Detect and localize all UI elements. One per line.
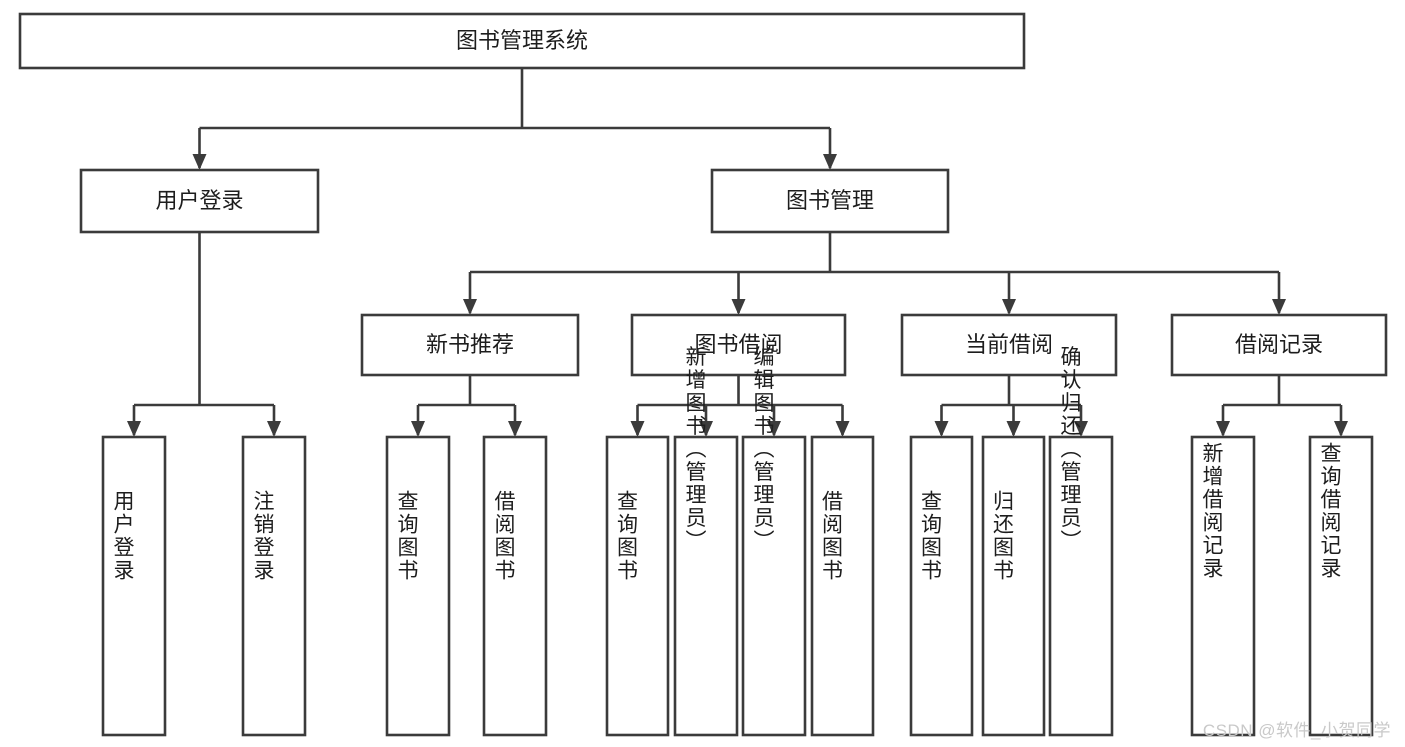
node-box (1170, 313, 1388, 377)
node-box (810, 435, 875, 737)
node-label: 图书管理系统 (456, 28, 588, 53)
node-label: 用户登录 (111, 490, 135, 582)
node-l2-图书管理[interactable]: 图书管理 (710, 168, 950, 234)
arrow-head-icon (823, 154, 837, 170)
arrow-head-icon (767, 421, 781, 437)
node-leaf-查询图书[interactable]: 查询图书 (385, 435, 451, 737)
node-leaf-确认归还管理员[interactable]: 确认归还（管理员） (1048, 346, 1114, 737)
node-box (900, 313, 1118, 377)
arrow-head-icon (630, 421, 645, 437)
node-box (241, 435, 307, 737)
node-leaf-借阅图书[interactable]: 借阅图书 (810, 435, 875, 737)
arrow-head-icon (934, 421, 949, 437)
node-leaf-注销登录[interactable]: 注销登录 (241, 435, 307, 737)
arrow-head-icon (411, 421, 425, 437)
arrow-head-icon (699, 421, 713, 437)
node-label: 用户登录 (155, 188, 243, 213)
node-label: 注销登录 (251, 490, 275, 582)
node-box (385, 435, 451, 737)
node-box (1190, 435, 1256, 737)
node-leaf-新增图书管理员[interactable]: 新增图书（管理员） (673, 346, 739, 737)
edge-group-借阅记录 (1216, 375, 1348, 437)
node-box (673, 435, 739, 737)
node-label: 图书借阅 (694, 332, 782, 357)
node-leaf-查询借阅记录[interactable]: 查询借阅记录 (1308, 435, 1374, 737)
node-label: 查询借阅记录 (1318, 442, 1342, 580)
node-box (605, 435, 670, 737)
edge-group-用户登录 (127, 232, 281, 437)
edge-group-当前借阅 (934, 375, 1088, 437)
arrow-head-icon (1216, 421, 1230, 437)
node-root-图书管理系统[interactable]: 图书管理系统 (18, 12, 1026, 70)
node-leaf-借阅图书[interactable]: 借阅图书 (482, 435, 548, 737)
node-label: 确认归还（管理员） (1058, 346, 1082, 553)
arrow-head-icon (1272, 299, 1286, 315)
node-leaf-编辑图书管理员[interactable]: 编辑图书（管理员） (741, 346, 807, 737)
node-box (909, 435, 974, 737)
node-layer: 图书管理系统用户登录图书管理新书推荐图书借阅当前借阅借阅记录用户登录注销登录查询… (18, 12, 1388, 737)
node-label: 新增借阅记录 (1200, 442, 1224, 580)
arrow-head-icon (192, 154, 207, 170)
node-leaf-查询图书[interactable]: 查询图书 (605, 435, 670, 737)
node-label: 查询图书 (615, 490, 639, 582)
node-label: 归还图书 (991, 490, 1015, 582)
node-label: 新增图书（管理员） (683, 346, 707, 553)
node-l2-用户登录[interactable]: 用户登录 (79, 168, 320, 234)
node-label: 编辑图书（管理员） (751, 346, 775, 553)
node-box (710, 168, 950, 234)
edge-group-图书管理系统 (192, 68, 837, 170)
node-l3-当前借阅[interactable]: 当前借阅 (900, 313, 1118, 377)
node-label: 新书推荐 (426, 332, 514, 357)
node-label: 借阅图书 (492, 490, 516, 582)
node-box (1308, 435, 1374, 737)
node-box (741, 435, 807, 737)
arrow-head-icon (1074, 421, 1088, 437)
arrow-head-icon (1006, 421, 1021, 437)
node-box (360, 313, 580, 377)
node-label: 借阅记录 (1235, 332, 1323, 357)
node-leaf-新增借阅记录[interactable]: 新增借阅记录 (1190, 435, 1256, 737)
node-leaf-用户登录[interactable]: 用户登录 (101, 435, 167, 737)
node-l3-借阅记录[interactable]: 借阅记录 (1170, 313, 1388, 377)
node-leaf-查询图书[interactable]: 查询图书 (909, 435, 974, 737)
node-box (18, 12, 1026, 70)
node-box (482, 435, 548, 737)
connector-layer (127, 68, 1348, 437)
node-label: 查询图书 (395, 490, 419, 582)
node-box (1048, 435, 1114, 737)
node-box (101, 435, 167, 737)
node-label: 借阅图书 (820, 490, 844, 582)
node-box (630, 313, 847, 377)
edge-group-图书管理 (463, 232, 1286, 315)
arrow-head-icon (127, 421, 141, 437)
edge-group-图书借阅 (630, 375, 850, 437)
node-box (981, 435, 1046, 737)
arrow-head-icon (508, 421, 522, 437)
node-l3-图书借阅[interactable]: 图书借阅 (630, 313, 847, 377)
arrow-head-icon (731, 299, 746, 315)
node-box (79, 168, 320, 234)
arrow-head-icon (835, 421, 850, 437)
arrow-head-icon (1002, 299, 1016, 315)
edge-group-新书推荐 (411, 375, 522, 437)
node-label: 图书管理 (786, 188, 874, 213)
node-label: 当前借阅 (965, 332, 1053, 357)
node-leaf-归还图书[interactable]: 归还图书 (981, 435, 1046, 737)
arrow-head-icon (1334, 421, 1348, 437)
node-label: 查询图书 (919, 490, 943, 582)
node-l3-新书推荐[interactable]: 新书推荐 (360, 313, 580, 377)
arrow-head-icon (463, 299, 477, 315)
arrow-head-icon (267, 421, 281, 437)
